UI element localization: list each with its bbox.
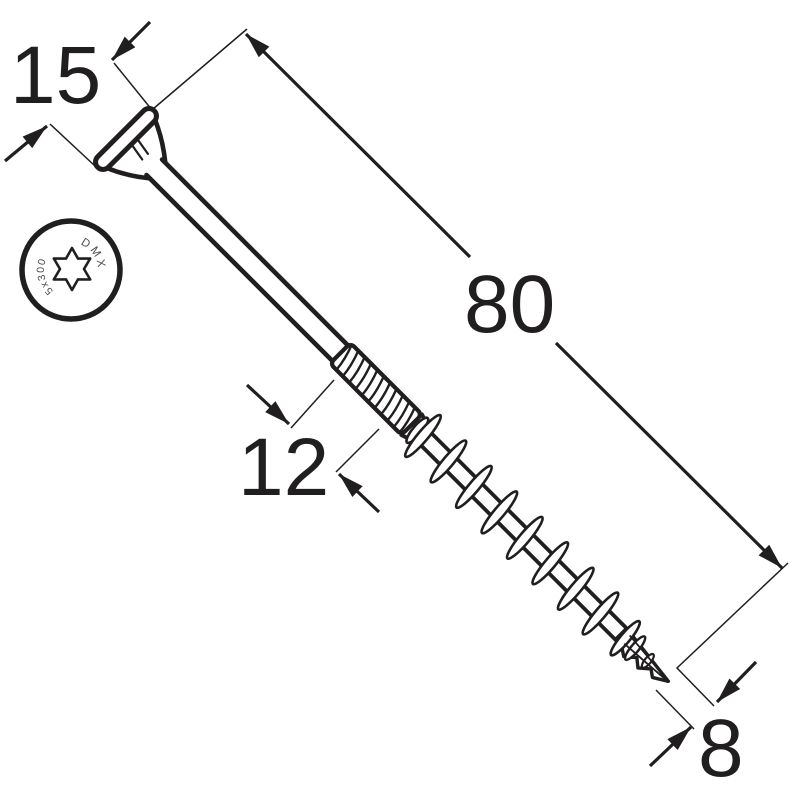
screw-drawing: [93, 106, 671, 684]
dimension-rib-section: 12: [238, 379, 381, 514]
threaded-section: [403, 413, 630, 643]
dimension-head-diameter: 15: [3, 20, 153, 167]
head-face: [93, 106, 159, 172]
dim8-label: 8: [698, 703, 744, 794]
dim80-line-upper: [244, 32, 472, 259]
head-stamp-view: DMX 5x300: [19, 218, 123, 322]
dim80-line-lower: [554, 341, 784, 570]
dimension-total-length: 80: [152, 28, 789, 707]
dimension-thread-diameter: 8: [648, 660, 758, 794]
dim8-arrow-upper: [715, 660, 758, 704]
dim12-arrow-lower: [337, 472, 381, 514]
screw-tip: [609, 619, 671, 684]
screw-head: [93, 106, 168, 181]
dim8-arrow-lower: [648, 725, 693, 768]
torx-star-icon: [52, 246, 92, 292]
dim80-label: 80: [464, 259, 555, 350]
screw-shank: [144, 157, 353, 366]
dim12-arrow-upper: [245, 383, 291, 426]
milled-rib-section: [329, 342, 434, 447]
dim15-label: 15: [10, 30, 101, 121]
dim15-arrow-lower: [3, 124, 49, 163]
dim15-arrow-upper: [110, 20, 152, 62]
dim12-label: 12: [238, 422, 329, 513]
